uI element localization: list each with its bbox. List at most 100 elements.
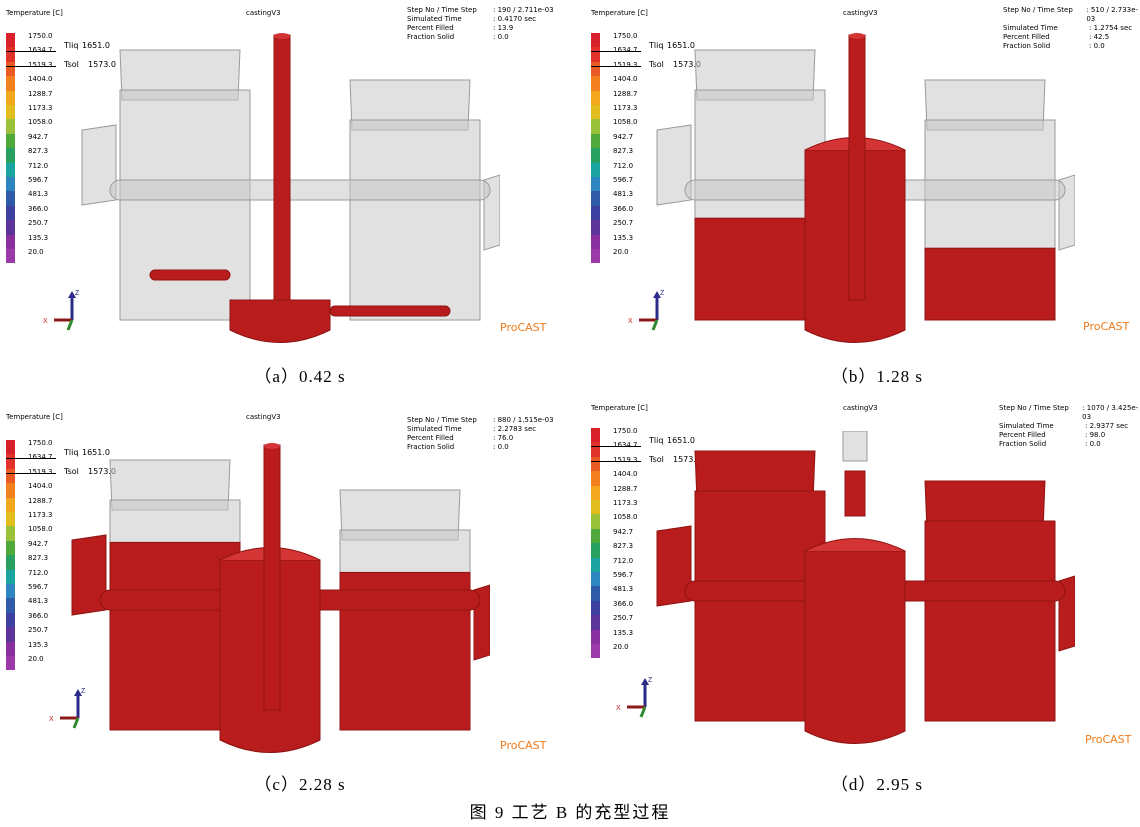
x-axis-label: X <box>43 318 48 325</box>
legend-value: 1404.0 <box>28 75 53 84</box>
legend-swatch <box>591 105 600 120</box>
y-axis-arrow <box>66 319 74 331</box>
z-axis-label: Z <box>75 290 80 297</box>
caption-c: （c）2.28 s <box>254 775 346 794</box>
legend-swatch <box>6 483 15 498</box>
legend-swatch <box>6 526 15 541</box>
legend-value: 1288.7 <box>613 89 638 98</box>
axis-triad-icon: ZX <box>49 688 86 729</box>
info-key-filled: Percent Filled <box>1003 33 1050 41</box>
x-axis-label: X <box>616 705 621 712</box>
legend-value: 596.7 <box>613 571 634 579</box>
legend-value: 1173.3 <box>28 511 53 519</box>
sim-info: Step No / Time Step: 1070 / 3.425e-03 Si… <box>999 404 1140 449</box>
legend-value: 1519.3 <box>28 467 53 476</box>
info-key-step: Step No / Time Step <box>1003 6 1073 14</box>
legend-value: 250.7 <box>613 219 634 228</box>
legend-value: 827.3 <box>28 554 49 563</box>
procast-logo: ProCAST <box>1085 733 1132 746</box>
tliq-label: Tliq <box>649 41 664 50</box>
legend-value: 827.3 <box>28 147 49 156</box>
legend-value: 1173.3 <box>613 499 638 507</box>
legend-swatch <box>591 191 600 206</box>
legend-value: 250.7 <box>613 614 634 623</box>
legend-value: 1058.0 <box>28 118 53 127</box>
info-key-time: Simulated Time <box>407 425 462 433</box>
temperature-label: Temperature [C] <box>591 404 648 412</box>
info-key-filled: Percent Filled <box>999 431 1046 439</box>
legend-swatch <box>591 133 600 149</box>
legend-value: 596.7 <box>28 583 49 591</box>
legend-value: 1750.0 <box>613 427 638 435</box>
legend-swatch <box>6 249 15 264</box>
legend-value: 1404.0 <box>613 75 638 84</box>
legend-swatch <box>591 119 600 134</box>
legend-value: 481.3 <box>613 190 634 199</box>
figure-caption: 图 9 工艺 B 的充型过程 <box>469 803 671 822</box>
legend-value: 1750.0 <box>28 32 53 40</box>
tsol-label: Tsol <box>64 59 79 69</box>
procast-logo: ProCAST <box>500 321 547 334</box>
y-axis-arrow <box>72 717 80 729</box>
cross-bar <box>109 179 491 201</box>
legend-swatch <box>591 249 600 264</box>
casting-render <box>656 33 1075 343</box>
panel-c: Temperature [C] castingV3 Step No / Time… <box>0 404 560 794</box>
legend-swatch <box>6 61 15 77</box>
legend-swatch <box>6 119 15 134</box>
casting-geometry <box>81 33 500 343</box>
info-step: : 190 / 2.711e-03 <box>493 6 554 14</box>
tsol-label: Tsol <box>649 59 664 69</box>
info-filled: : 76.0 <box>493 434 514 442</box>
axis-triad-icon: ZX <box>628 290 665 331</box>
legend-value: 712.0 <box>613 161 634 170</box>
legend-swatch <box>591 76 600 91</box>
info-step: : 880 / 1.515e-03 <box>493 416 554 424</box>
legend-swatch <box>591 629 600 644</box>
legend-swatch <box>591 33 600 48</box>
legend-value: 1634.7 <box>28 46 53 55</box>
x-axis-label: X <box>49 716 54 723</box>
legend-swatch <box>591 61 600 77</box>
casting-geometry <box>656 33 1075 343</box>
legend-swatch <box>591 471 600 486</box>
info-key-solid: Fraction Solid <box>407 33 455 41</box>
legend-value: 366.0 <box>613 204 634 213</box>
legend-swatch <box>6 191 15 206</box>
legend-value: 366.0 <box>613 599 634 608</box>
model-name: castingV3 <box>246 413 281 421</box>
legend-value: 20.0 <box>613 643 629 651</box>
casting-render <box>81 33 500 343</box>
legend-value: 942.7 <box>28 132 49 141</box>
legend-swatch <box>591 162 600 177</box>
legend-value: 1058.0 <box>613 118 638 127</box>
legend-value: 596.7 <box>28 176 49 184</box>
info-key-filled: Percent Filled <box>407 24 454 32</box>
axis-triad-icon: ZX <box>616 677 653 718</box>
legend-swatch <box>6 641 15 656</box>
legend-value: 135.3 <box>28 640 49 649</box>
tliq-value: 1651.0 <box>667 436 695 445</box>
central-well <box>229 299 331 343</box>
info-solid: : 0.0 <box>493 33 509 41</box>
legend-value: 1519.3 <box>613 60 638 69</box>
legend-swatch <box>6 105 15 120</box>
casting-render <box>656 431 1075 744</box>
legend-marker-line <box>591 65 641 67</box>
legend-value: 1058.0 <box>613 513 638 522</box>
sprue-top <box>274 33 290 39</box>
legend-swatch <box>6 656 15 671</box>
legend-swatch <box>6 76 15 91</box>
caption-d: （d）2.95 s <box>830 775 924 794</box>
y-axis-arrow <box>639 706 647 718</box>
tliq-value: 1651.0 <box>82 41 110 50</box>
info-key-step: Step No / Time Step <box>407 416 477 424</box>
legend-swatch <box>591 485 600 500</box>
sprue <box>273 34 291 301</box>
info-filled: : 42.5 <box>1089 33 1110 41</box>
legend-value: 712.0 <box>28 568 49 577</box>
legend-value: 1058.0 <box>28 525 53 534</box>
legend-swatch <box>591 456 600 472</box>
